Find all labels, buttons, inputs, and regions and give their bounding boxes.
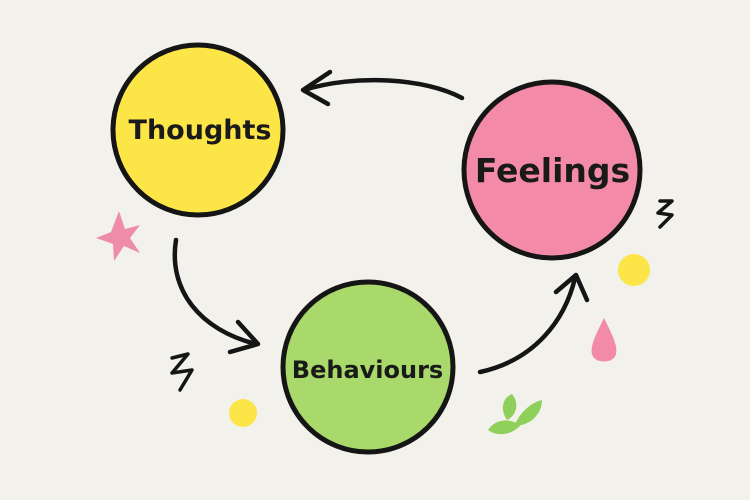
green-leaf-decoration	[488, 394, 542, 435]
arrow-thoughts-to-behaviours	[172, 237, 259, 347]
feelings-label: Feelings	[474, 150, 631, 190]
pink-drop-decoration	[591, 318, 617, 362]
arrow-feelings-to-thoughts	[301, 77, 465, 101]
arrowhead-behaviours-to-feelings	[553, 272, 590, 303]
behaviours-circle	[280, 279, 456, 455]
arrowhead-feelings-to-thoughts	[300, 69, 333, 107]
arrow-behaviours-to-feelings	[477, 275, 578, 375]
squiggle-decoration-right	[656, 199, 674, 229]
squiggle-decoration-left	[170, 352, 194, 392]
yellow-dot-decoration	[618, 254, 650, 286]
yellow-dot-small-decoration	[229, 399, 257, 427]
feelings-circle	[461, 79, 643, 261]
thoughts-label: Thoughts	[128, 114, 272, 146]
arrowhead-thoughts-to-behaviours	[227, 319, 261, 355]
behaviours-label: Behaviours	[291, 356, 444, 384]
pink-star-decoration	[96, 211, 140, 261]
thoughts-circle	[110, 42, 286, 218]
